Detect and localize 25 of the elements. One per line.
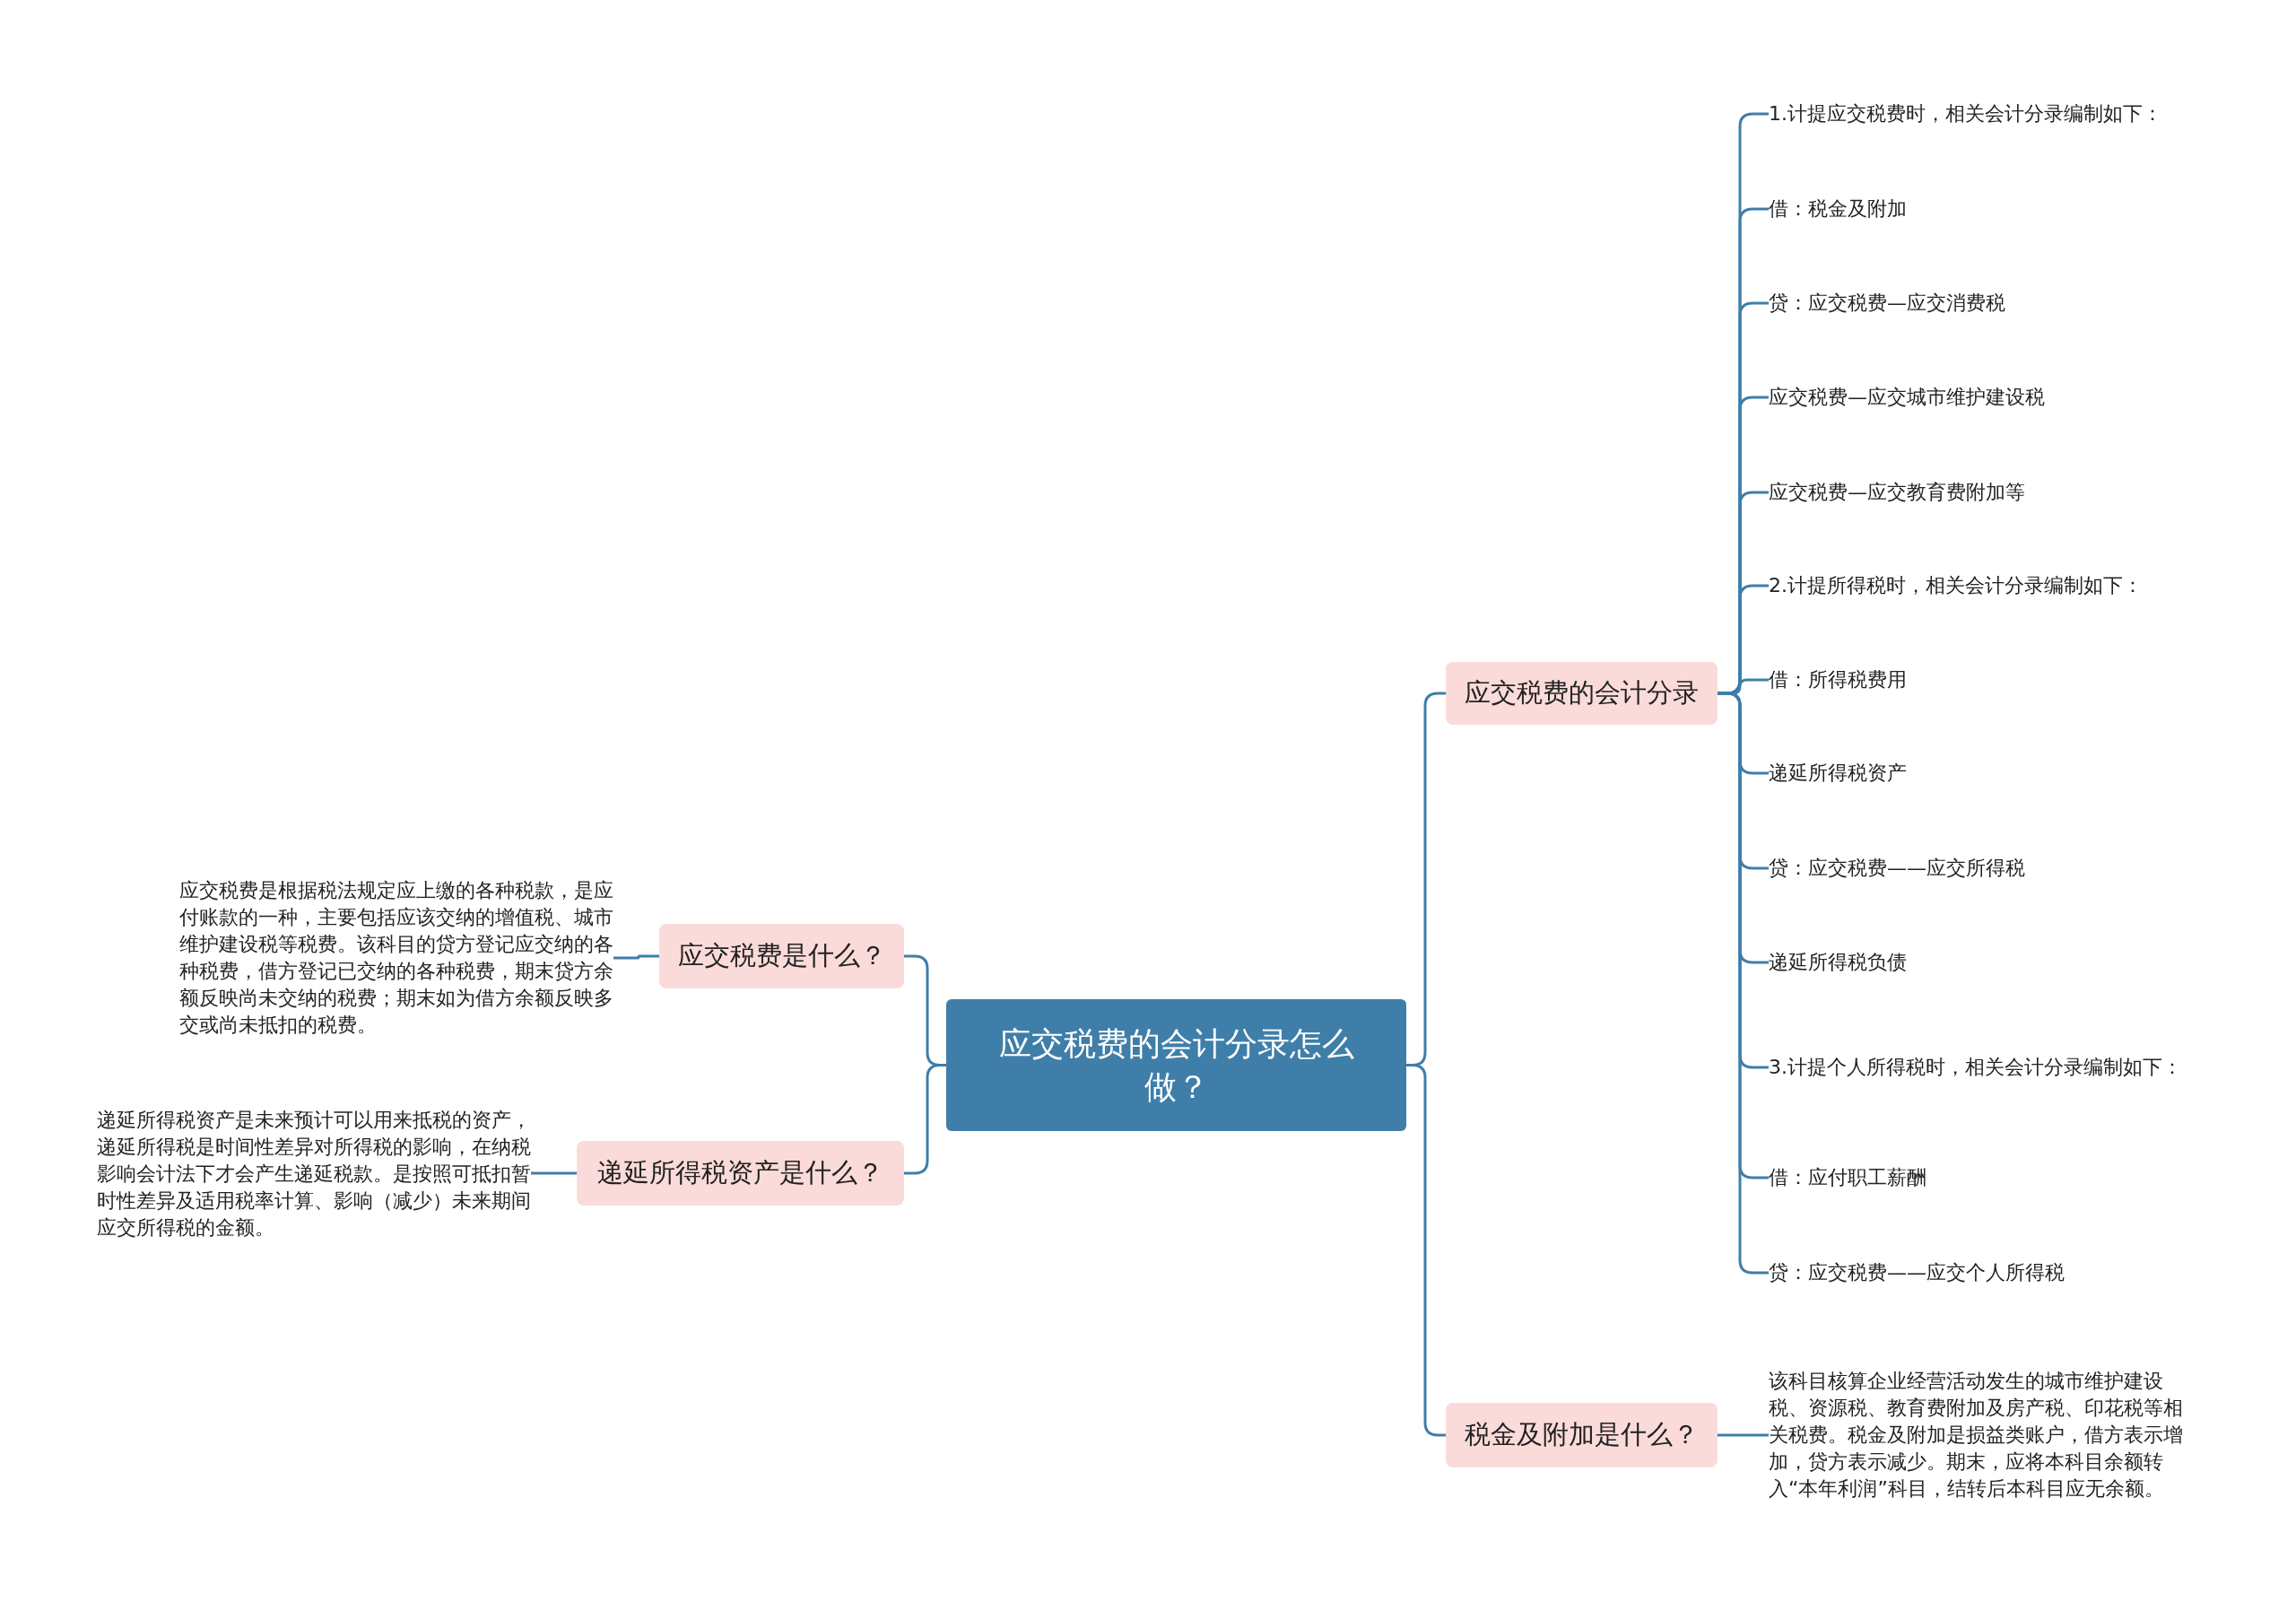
topic-box: 应交税费的会计分录 <box>1446 662 1718 725</box>
subtopic-text: 递延所得税负债 <box>1769 949 2199 976</box>
subtopic-text: 应交税费是根据税法规定应上缴的各种税款，是应付账款的一种，主要包括应该交纳的增值税、城市维护建设税等税费。该科目的贷方登记应交纳的各种税费，借方登记已交纳的各种税费，期末贷方余额反映尚未交纳的税费；期末如为借方余额反映多交或尚未抵扣的税费。 <box>179 877 613 1039</box>
subtopic-text: 应交税费—应交城市维护建设税 <box>1769 384 2199 411</box>
subtopic-text: 递延所得税资产 <box>1769 760 2199 787</box>
subtopic-text: 3.计提个人所得税时，相关会计分录编制如下： <box>1769 1054 2208 1081</box>
subtopic-text: 该科目核算企业经营活动发生的城市维护建设税、资源税、教育费附加及房产税、印花税等相关税费。税金及附加是损益类账户，借方表示增加，贷方表示减少。期末，应将本科目余额转入“本年利润”科目，结转后本科目应无余额。 <box>1769 1368 2201 1502</box>
central-topic-box: 应交税费的会计分录怎么做？ <box>946 999 1406 1131</box>
subtopic-text: 应交税费—应交教育费附加等 <box>1769 479 2199 506</box>
connector-line <box>1718 1433 1769 1437</box>
subtopic-text: 递延所得税资产是未来预计可以用来抵税的资产，递延所得税是时间性差异对所得税的影响，在纳税影响会计法下才会产生递延税款。是按照可抵扣暂时性差异及适用税率计算、影响（减少）未来期间应交所得税的金额。 <box>97 1107 531 1241</box>
connector-line <box>1406 1064 1446 1437</box>
topic-box: 应交税费是什么？ <box>659 924 904 988</box>
subtopic-text: 贷：应交税费—应交消费税 <box>1769 290 2199 317</box>
topic-box: 税金及附加是什么？ <box>1446 1403 1718 1467</box>
subtopic-text: 借：税金及附加 <box>1769 196 2199 222</box>
connector-line <box>531 1171 577 1175</box>
topic-box: 递延所得税资产是什么？ <box>577 1141 904 1206</box>
subtopic-text: 贷：应交税费——应交所得税 <box>1769 855 2199 882</box>
subtopic-text: 借：所得税费用 <box>1769 666 2199 693</box>
subtopic-text: 贷：应交税费——应交个人所得税 <box>1769 1259 2199 1286</box>
connector-line <box>613 954 659 960</box>
subtopic-text: 1.计提应交税费时，相关会计分录编制如下： <box>1769 100 2199 127</box>
subtopic-text: 借：应付职工薪酬 <box>1769 1164 2199 1191</box>
subtopic-text: 2.计提所得税时，相关会计分录编制如下： <box>1769 572 2199 599</box>
